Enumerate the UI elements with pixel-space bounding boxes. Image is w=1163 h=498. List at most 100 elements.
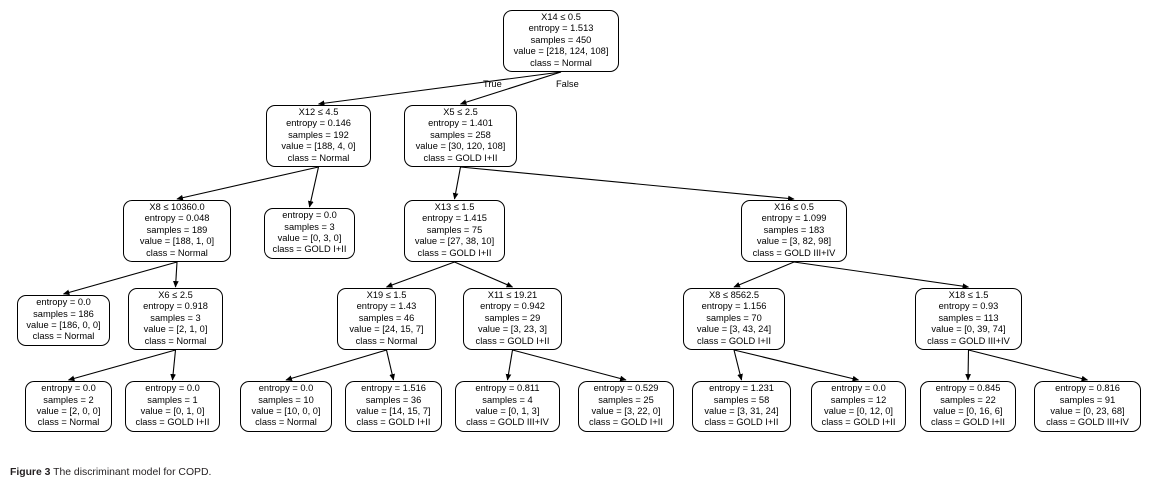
node-class: class = GOLD I+II: [272, 244, 347, 255]
node-entropy: entropy = 1.43: [356, 301, 417, 312]
node-entropy: entropy = 0.942: [480, 301, 545, 312]
node-value: value = [186, 0, 0]: [26, 320, 101, 330]
node-entropy: entropy = 0.0: [282, 210, 337, 221]
node-value: value = [0, 23, 68]: [1050, 406, 1125, 416]
node-entropy: entropy = 1.513: [528, 23, 594, 34]
node-entropy: entropy = 0.0: [145, 383, 200, 394]
node-class: class = GOLD I+II: [931, 417, 1005, 428]
node-entropy: entropy = 1.156: [701, 301, 767, 312]
figure-caption: Figure 3 The discriminant model for COPD…: [10, 466, 211, 480]
node-class: class = GOLD I+II: [423, 152, 498, 163]
node-entropy: entropy = 0.146: [286, 118, 351, 129]
node-class: class = GOLD I+II: [356, 417, 431, 428]
node-class: class = Normal: [146, 247, 208, 258]
node-value: value = [2, 1, 0]: [143, 324, 208, 335]
node-class: class = Normal: [530, 57, 592, 68]
node-class: class = GOLD I+II: [821, 417, 896, 428]
node-value: value = [3, 82, 98]: [756, 236, 832, 247]
node-samples: samples = 189: [146, 224, 208, 235]
node-samples: samples = 29: [484, 312, 541, 323]
node-entropy: entropy = 0.0: [41, 383, 96, 394]
node-samples: samples = 186: [33, 308, 94, 319]
node-entropy: entropy = 1.401: [428, 118, 493, 129]
node-class: class = GOLD I+II: [475, 335, 550, 346]
node-entropy: entropy = 1.516: [361, 383, 426, 394]
node-entropy: entropy = 0.529: [593, 383, 659, 394]
node-value: value = [0, 16, 6]: [933, 406, 1003, 416]
node-value: value = [0, 1, 0]: [140, 406, 205, 416]
node-class: class = GOLD I+II: [135, 417, 210, 428]
node-class: class = Normal: [37, 417, 100, 428]
node-class: class = GOLD III+IV: [1046, 417, 1129, 428]
node-entropy: entropy = 0.811: [475, 383, 540, 394]
node-samples: samples = 58: [713, 394, 770, 405]
node-condition: X11 ≤ 19.21: [487, 289, 538, 300]
node-entropy: entropy = 0.845: [935, 383, 1001, 394]
node-samples: samples = 258: [430, 129, 491, 140]
node-class: class = GOLD I+II: [704, 417, 779, 428]
node-entropy: entropy = 0.918: [143, 301, 208, 312]
node-entropy: entropy = 0.0: [831, 383, 886, 394]
node-samples: samples = 70: [706, 312, 762, 323]
node-entropy: entropy = 1.099: [761, 213, 827, 224]
node-value: value = [30, 120, 108]: [415, 141, 506, 152]
node-samples: samples = 3: [284, 221, 335, 232]
node-condition: X5 ≤ 2.5: [443, 106, 478, 117]
node-condition: X18 ≤ 1.5: [948, 289, 989, 300]
node-samples: samples = 450: [530, 34, 592, 45]
node-class: class = GOLD III+IV: [752, 247, 836, 258]
node-value: value = [0, 12, 0]: [823, 406, 893, 416]
node-value: value = [218, 124, 108]: [513, 46, 609, 57]
node-class: class = GOLD III+IV: [466, 417, 549, 428]
node-entropy: entropy = 0.0: [36, 297, 91, 308]
node-value: value = [0, 39, 74]: [931, 324, 1006, 335]
node-value: value = [3, 43, 24]: [696, 324, 772, 335]
node-class: class = Normal: [255, 417, 317, 428]
node-value: value = [10, 0, 0]: [251, 406, 321, 416]
node-samples: samples = 183: [763, 224, 825, 235]
figure-caption-text: The discriminant model for COPD.: [53, 467, 212, 478]
node-class: class = GOLD I+II: [589, 417, 663, 428]
node-condition: X12 ≤ 4.5: [298, 106, 339, 117]
node-value: value = [14, 15, 7]: [356, 406, 431, 416]
node-entropy: entropy = 0.048: [144, 213, 210, 224]
node-value: value = [27, 38, 10]: [414, 236, 495, 247]
node-condition: X13 ≤ 1.5: [434, 201, 475, 212]
node-condition: X8 ≤ 10360.0: [149, 201, 205, 212]
node-entropy: entropy = 0.0: [258, 383, 314, 394]
node-value: value = [3, 23, 3]: [477, 324, 547, 335]
node-value: value = [188, 4, 0]: [281, 141, 356, 152]
node-samples: samples = 36: [365, 394, 422, 405]
node-class: class = GOLD I+II: [697, 335, 771, 346]
node-value: value = [3, 31, 24]: [704, 406, 779, 416]
node-entropy: entropy = 0.93: [938, 301, 999, 312]
node-samples: samples = 4: [482, 394, 533, 405]
node-class: class = Normal: [355, 335, 418, 346]
node-condition: X6 ≤ 2.5: [158, 289, 193, 300]
node-class: class = Normal: [32, 331, 95, 342]
node-samples: samples = 3: [150, 312, 201, 323]
node-class: class = Normal: [144, 335, 207, 346]
node-value: value = [2, 0, 0]: [36, 406, 101, 416]
node-samples: samples = 2: [43, 394, 94, 405]
